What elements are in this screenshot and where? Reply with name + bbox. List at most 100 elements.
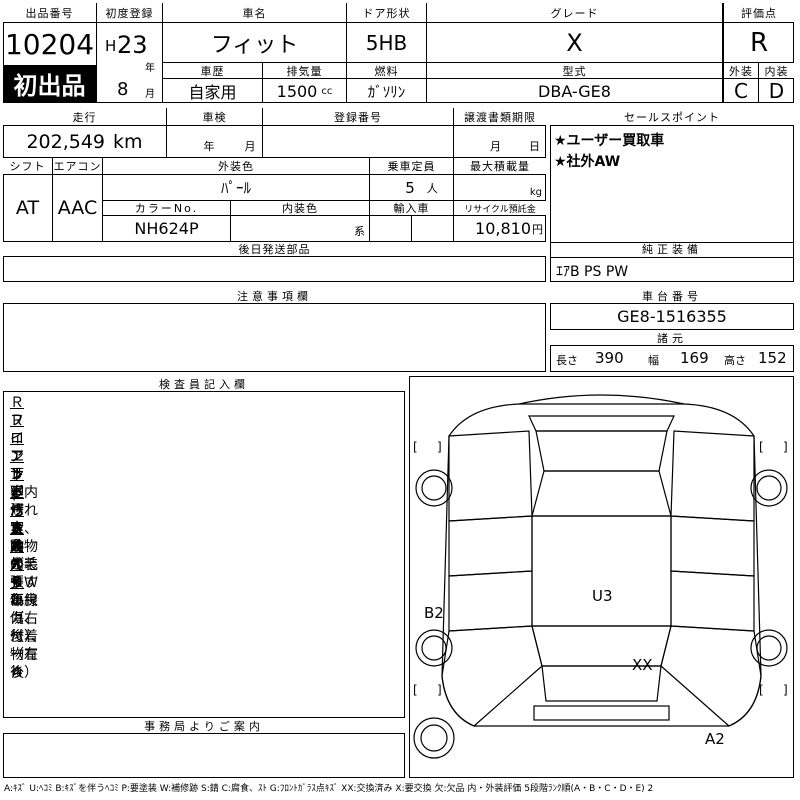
mark-u3: U3	[592, 587, 613, 605]
import-label: 輸入車	[370, 201, 454, 216]
interior: D	[768, 79, 785, 103]
shift: AT	[3, 175, 53, 242]
svg-text:]: ]	[437, 440, 442, 454]
transfer-label: 譲渡書類期限	[454, 108, 546, 126]
shift-label: シフト	[3, 158, 53, 175]
capacity-cell: 5 人	[370, 175, 454, 201]
door: 5HB	[347, 23, 427, 63]
displacement-label: 排気量	[263, 63, 347, 79]
mileage-unit: km	[113, 130, 143, 153]
color: ﾊﾟｰﾙ	[103, 175, 370, 201]
inspection-month-unit: 月	[244, 140, 256, 153]
ac-label: エアコン	[53, 158, 103, 175]
wheel-rr	[750, 629, 788, 667]
mileage-label: 走行	[3, 108, 167, 126]
exterior: C	[723, 79, 759, 103]
mark-a2: A2	[705, 730, 725, 748]
first-reg-cell: H 23 年 8 月	[97, 23, 163, 103]
right-front-fender	[670, 430, 755, 522]
note-line: エンドパネルＸＸ	[10, 449, 24, 591]
fuel-label: 燃料	[347, 63, 427, 79]
fuel: ｶﾞｿﾘﾝ	[347, 79, 427, 103]
body-outline	[441, 403, 762, 727]
note-line: 室内内張傷	[10, 521, 24, 609]
int-color-cell: 系	[231, 216, 370, 242]
inspection-label: 車検	[167, 108, 263, 126]
month: 8	[117, 79, 129, 100]
car-name-label: 車名	[163, 3, 347, 23]
genuine: ｴｱB PS PW	[556, 264, 629, 280]
mark-xx: XX	[632, 656, 653, 674]
height-label: 高さ	[724, 354, 746, 367]
exterior-label: 外装	[723, 63, 759, 79]
mileage: 202,549	[26, 130, 106, 153]
height: 152	[758, 349, 787, 367]
hood	[535, 430, 668, 472]
note-line: Ｒフロアｂｐ	[10, 395, 24, 501]
inspection-year-unit: 年	[203, 140, 215, 153]
interior-label: 内装	[759, 63, 794, 79]
note-line: Ｒインナー修正跡	[10, 413, 24, 555]
svg-text:[: [	[759, 683, 764, 697]
svg-text:[: [	[413, 683, 418, 697]
reg-no-label: 登録番号	[263, 108, 454, 126]
model-label: 型式	[427, 63, 723, 79]
wheel-fr	[750, 469, 788, 507]
sales-label: セールスポイント	[550, 108, 794, 126]
chassis: GE8-1516355	[550, 304, 794, 330]
lot-no: 10204	[3, 23, 97, 65]
rear-bumper	[533, 705, 670, 721]
transfer-month-unit: 月	[490, 140, 501, 153]
dims-row: 長さ 390 幅 169 高さ 152	[550, 346, 794, 372]
svg-text:[: [	[413, 440, 418, 454]
grade: X	[427, 23, 723, 63]
displacement-cell: 1500 cc	[263, 79, 347, 103]
lot-no-label: 出品番号	[3, 3, 97, 23]
year-unit: 年	[145, 63, 155, 74]
import-right	[412, 216, 454, 242]
width-label: 幅	[648, 354, 659, 367]
load-label: 最大積載量	[454, 158, 546, 175]
inspection-cell: 年 月	[167, 126, 263, 158]
transfer-day-unit: 日	[529, 140, 540, 153]
later-parts	[3, 257, 546, 282]
recycle-unit: 円	[532, 222, 543, 236]
month-unit: 月	[145, 89, 155, 100]
mileage-cell: 202,549 km	[3, 126, 167, 158]
car-diagram: [ ] [ ] [ ] [ ]	[413, 394, 788, 759]
chassis-label: 車台番号	[550, 288, 794, 304]
right-rear-door	[670, 570, 755, 632]
capacity: 5	[405, 178, 415, 197]
first-listing-badge: 初出品	[3, 65, 97, 103]
note-line: 外装うすい線傷、付着物有り	[10, 557, 38, 681]
inspector-label: 検査員記入欄	[3, 376, 405, 392]
reg-no	[263, 126, 454, 158]
load-cell: kg	[454, 175, 546, 201]
ac: AAC	[53, 175, 103, 242]
caution-label: 注意事項欄	[3, 288, 546, 304]
length-label: 長さ	[556, 354, 578, 367]
displacement: 1500	[276, 81, 318, 101]
left-rear-door	[448, 570, 533, 632]
history: 自家用	[163, 79, 263, 103]
year: 23	[117, 31, 148, 59]
capacity-label: 乗車定員	[370, 158, 454, 175]
score: R	[723, 23, 794, 63]
svg-text:]: ]	[783, 683, 788, 697]
left-front-door	[448, 515, 533, 577]
left-front-fender	[448, 430, 533, 522]
recycle: 10,810	[475, 219, 531, 238]
mark-b2: B2	[424, 604, 444, 622]
tailgate	[541, 665, 662, 702]
note-line: ＰＷ不良（右後）、（左後）	[10, 575, 45, 681]
note-line: 下廻りＳ大	[10, 467, 24, 555]
color-no: NH624P	[103, 216, 231, 242]
door-label: ドア形状	[347, 3, 427, 23]
era: H	[105, 37, 117, 55]
first-reg-label: 初度登録	[97, 3, 163, 23]
int-color-label: 内装色	[231, 201, 370, 216]
score-label: 評価点	[723, 3, 794, 23]
model: DBA-GE8	[427, 79, 723, 103]
int-color-suffix: 系	[354, 225, 365, 238]
office-label: 事務局よりご案内	[3, 718, 405, 734]
